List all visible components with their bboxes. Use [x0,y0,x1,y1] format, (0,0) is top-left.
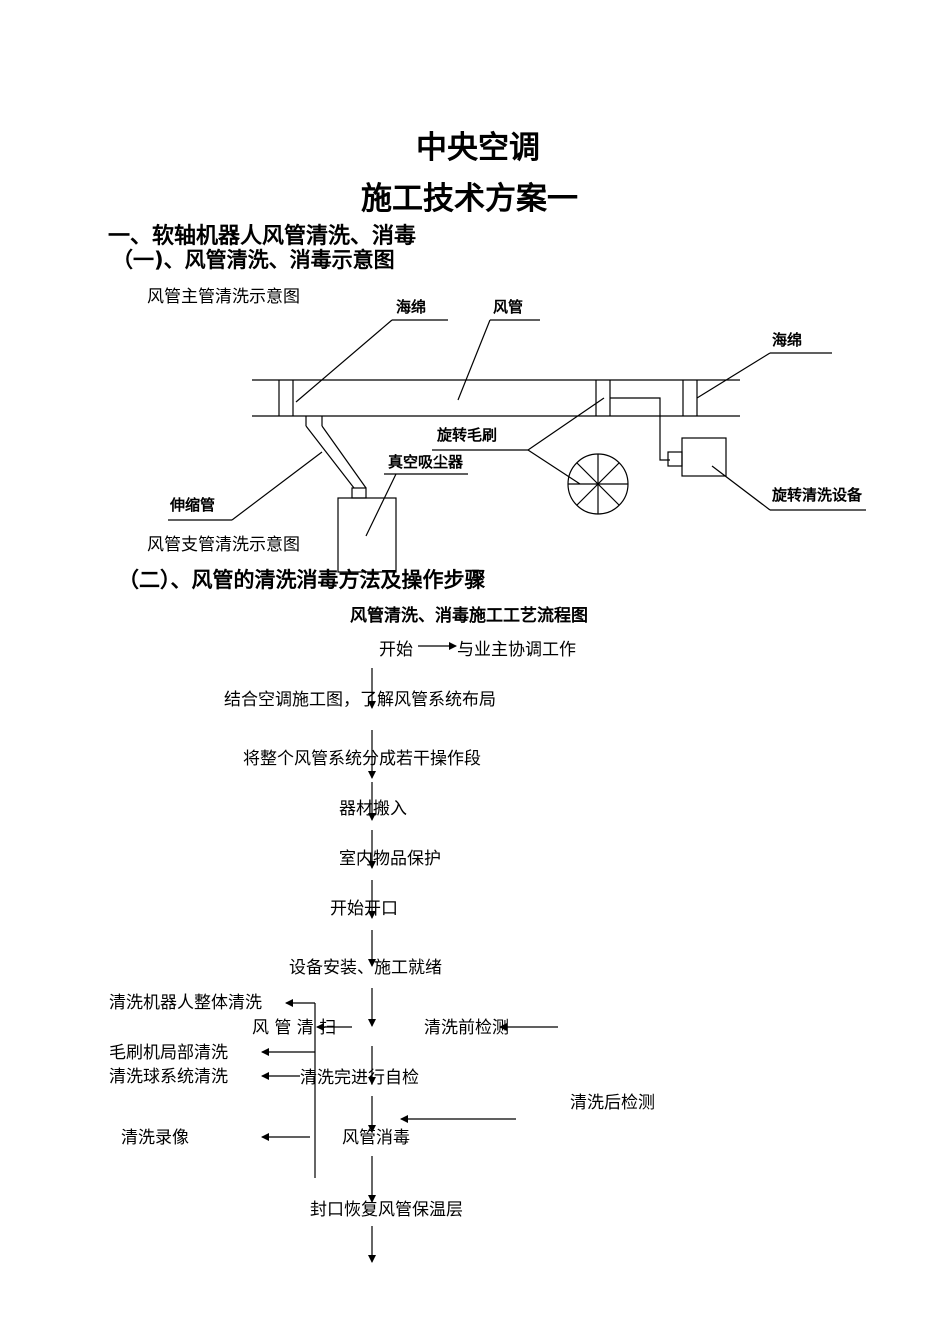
telescopic-right [321,425,367,489]
equipment-connector [667,451,683,467]
side-ball-clean: 清洗球系统清洗 [109,1067,228,1087]
leader-brush-to-wheel [527,449,581,485]
main-duct-caption: 风管主管清洗示意图 [147,287,300,307]
side-video: 清洗录像 [121,1128,189,1148]
section1-sub2-heading: （二）、风管的清洗消毒方法及操作步骤 [118,568,486,592]
step-start: 开始 [379,640,413,660]
vacuum-nozzle [351,487,367,499]
side-brush-clean: 毛刷机局部清洗 [109,1043,228,1063]
telescopic-left [305,425,355,489]
step-seal: 封口恢复风管保温层 [310,1200,463,1220]
label-sponge-left: 海绵 [396,298,427,316]
rotating-equipment-box [681,437,727,477]
step-coordinate: 与业主协调工作 [457,640,576,660]
label-rotating-brush: 旋转毛刷 [437,426,498,444]
section1-heading: 一、软轴机器人风管清洗、消毒 [108,224,417,249]
leader-equipment [711,465,771,511]
flowchart-arrows [261,642,558,1263]
step-equipment-in: 器材搬入 [339,799,407,819]
step-open: 开始开口 [330,899,398,919]
flex-shaft [610,397,670,461]
step-self-check: 清洗完进行自检 [300,1068,419,1088]
step-split: 将整个风管系统分成若干操作段 [243,749,481,769]
step-install: 设备安装、施工就绪 [289,958,442,978]
document-title-line1: 中央空调 [416,130,540,166]
leader-vacuum [365,473,397,537]
step-disinfect: 风管消毒 [342,1128,410,1148]
side-pre-check: 清洗前检测 [424,1018,509,1038]
leader-duct [457,319,491,401]
leader-sponge-right [696,352,771,399]
leader-telescopic [231,451,323,521]
side-robot-clean: 清洗机器人整体清洗 [109,993,262,1013]
label-sponge-right: 海绵 [772,331,803,349]
section1-sub1-heading: （一)、风管清洗、消毒示意图 [112,248,395,272]
step-layout: 结合空调施工图，了解风管系统布局 [224,690,496,710]
label-duct: 风管 [493,298,524,316]
side-post-check: 清洗后检测 [570,1093,655,1113]
label-rotating-equipment: 旋转清洗设备 [772,486,863,504]
branch-duct-caption: 风管支管清洗示意图 [147,535,300,555]
step-protect: 室内物品保护 [339,849,441,869]
vacuum-body [337,497,397,573]
leader-brush-to-sponge [527,397,605,451]
leader-sponge-left [295,319,393,403]
document-title-line2: 施工技术方案一 [361,181,578,217]
flowchart-title: 风管清洗、消毒施工工艺流程图 [350,606,588,626]
label-telescopic-pipe: 伸缩管 [170,496,216,514]
label-vacuum: 真空吸尘器 [388,453,464,471]
